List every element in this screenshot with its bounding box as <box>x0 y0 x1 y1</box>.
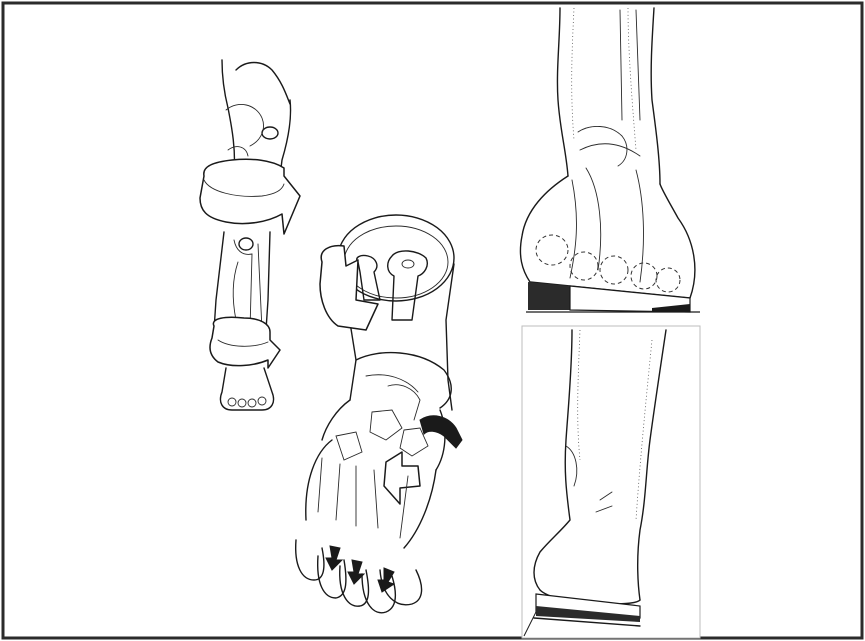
lateral-heel-view <box>522 326 700 638</box>
posterior-heel-view <box>506 6 706 318</box>
lateral-panel-border <box>522 326 700 638</box>
figure-border <box>3 3 862 638</box>
